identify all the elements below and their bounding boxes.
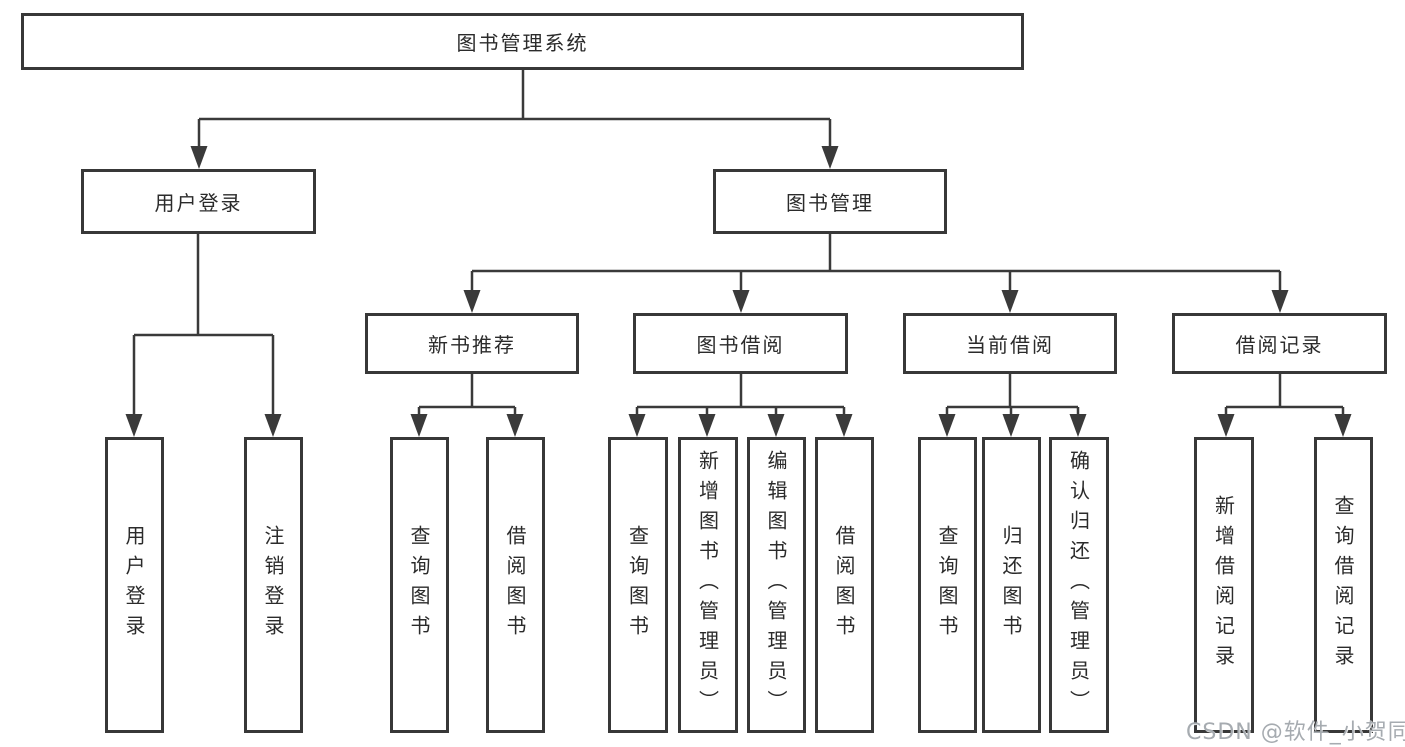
node-new-book-recommend-label: 新书推荐: [428, 333, 516, 357]
connector-bookborrow-to-leaves: [635, 374, 846, 416]
leaf-add-borrow-record: 新增借阅记录: [1194, 437, 1254, 733]
arrow-down-icon: [1217, 414, 1235, 437]
arrow-down-icon: [1002, 414, 1020, 437]
leaf-return-books-label: 归还图书: [999, 525, 1023, 645]
connector-bookmgmt-to-level3: [470, 234, 1282, 292]
node-book-management-label: 图书管理: [786, 191, 874, 215]
node-current-borrowing: 当前借阅: [903, 313, 1117, 374]
arrow-down-icon: [264, 414, 282, 437]
leaf-logout-label: 注销登录: [261, 525, 285, 645]
arrow-down-icon: [1271, 290, 1289, 313]
arrow-down-icon: [938, 414, 956, 437]
arrow-down-icon: [125, 414, 143, 437]
connector-userlogin-to-leaves: [132, 234, 275, 416]
connector-borrowrecords-to-leaves: [1224, 374, 1345, 416]
leaf-borrowing-borrow-books-label: 借阅图书: [832, 525, 856, 645]
leaf-newbooks-borrow-books-label: 借阅图书: [503, 525, 527, 645]
node-borrow-records-label: 借阅记录: [1235, 333, 1324, 357]
arrow-down-icon: [1001, 290, 1019, 313]
leaf-borrowing-query-books-label: 查询图书: [625, 525, 650, 645]
leaf-confirm-return-admin-label: 确认归还（管理员）: [1066, 450, 1091, 720]
leaf-return-books: 归还图书: [982, 437, 1041, 733]
connector-currentborrow-to-leaves: [945, 374, 1080, 416]
node-user-login: 用户登录: [81, 169, 316, 234]
node-book-management: 图书管理: [713, 169, 947, 234]
arrow-down-icon: [821, 146, 839, 169]
arrow-down-icon: [190, 146, 208, 169]
leaf-edit-books-admin: 编辑图书（管理员）: [747, 437, 806, 733]
arrow-down-icon: [463, 290, 481, 313]
connector-root-to-level2: [197, 69, 832, 148]
leaf-query-borrow-record: 查询借阅记录: [1314, 437, 1373, 733]
node-user-login-label: 用户登录: [154, 191, 243, 215]
arrowhead-icons: [125, 146, 1352, 437]
connector-newbooks-to-leaves: [417, 374, 517, 416]
leaf-add-borrow-record-label: 新增借阅记录: [1211, 495, 1236, 675]
leaf-current-query-books: 查询图书: [918, 437, 977, 733]
node-new-book-recommend: 新书推荐: [365, 313, 579, 374]
arrow-down-icon: [732, 290, 750, 313]
arrow-down-icon: [767, 414, 785, 437]
leaf-confirm-return-admin: 确认归还（管理员）: [1049, 437, 1109, 733]
leaf-edit-books-admin-label: 编辑图书（管理员）: [764, 450, 788, 720]
node-current-borrowing-label: 当前借阅: [966, 333, 1054, 357]
arrow-down-icon: [698, 414, 716, 437]
leaf-newbooks-borrow-books: 借阅图书: [486, 437, 545, 733]
leaf-borrowing-query-books: 查询图书: [608, 437, 668, 733]
leaf-user-login-label: 用户登录: [122, 525, 146, 645]
arrow-down-icon: [1069, 414, 1087, 437]
leaf-newbooks-query-books: 查询图书: [390, 437, 449, 733]
csdn-watermark: CSDN @软件_小贺同学: [1186, 720, 1405, 745]
leaf-newbooks-query-books-label: 查询图书: [407, 525, 431, 645]
leaf-add-books-admin-label: 新增图书（管理员）: [695, 450, 720, 720]
leaf-add-books-admin: 新增图书（管理员）: [678, 437, 738, 733]
leaf-current-query-books-label: 查询图书: [935, 525, 959, 645]
leaf-query-borrow-record-label: 查询借阅记录: [1331, 495, 1355, 675]
arrow-down-icon: [506, 414, 524, 437]
arrow-down-icon: [835, 414, 853, 437]
node-root: 图书管理系统: [21, 13, 1024, 70]
node-book-borrowing: 图书借阅: [633, 313, 848, 374]
node-book-borrowing-label: 图书借阅: [696, 333, 785, 357]
leaf-logout: 注销登录: [244, 437, 303, 733]
node-root-label: 图书管理系统: [456, 31, 589, 55]
arrow-down-icon: [628, 414, 646, 437]
node-borrow-records: 借阅记录: [1172, 313, 1387, 374]
leaf-borrowing-borrow-books: 借阅图书: [815, 437, 874, 733]
arrow-down-icon: [1334, 414, 1352, 437]
arrow-down-icon: [410, 414, 428, 437]
leaf-user-login: 用户登录: [105, 437, 164, 733]
